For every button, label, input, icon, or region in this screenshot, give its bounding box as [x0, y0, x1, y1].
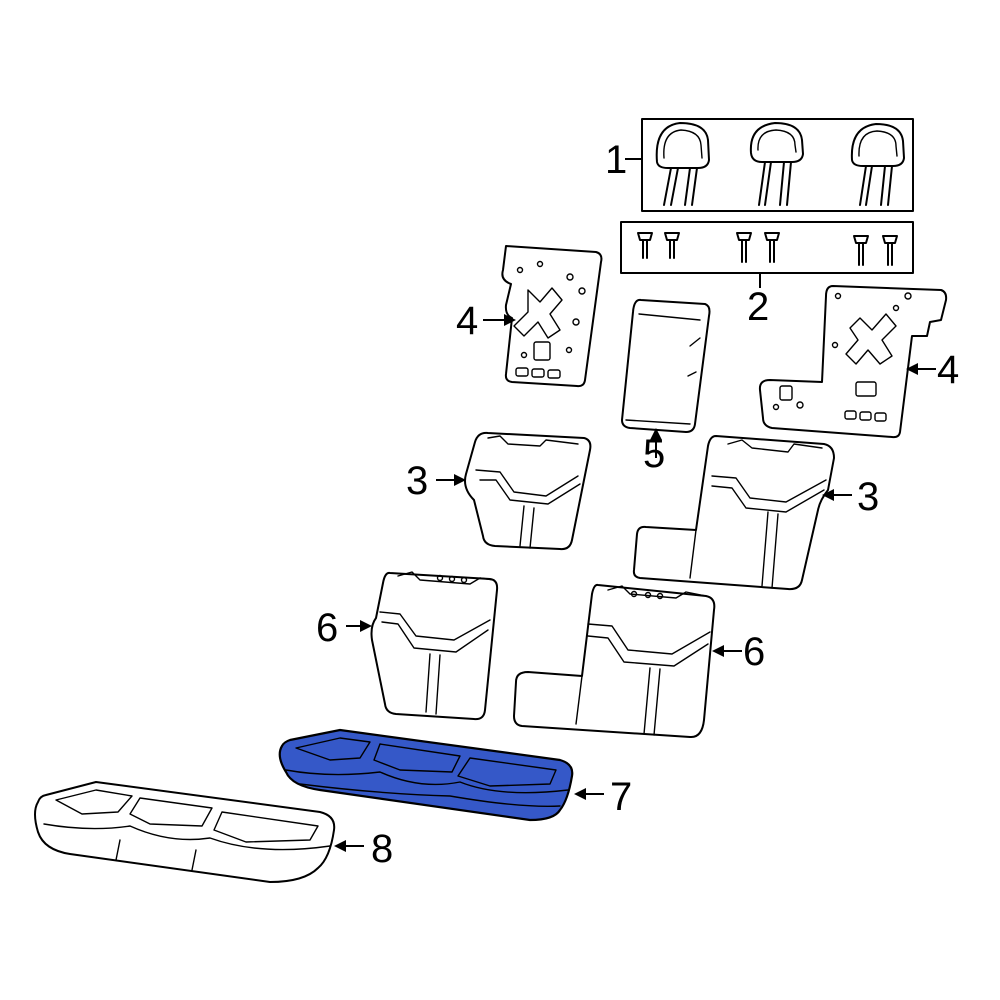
callout-4b: 4 — [937, 348, 959, 392]
seat-back-cover-right[interactable]: 6 — [513, 583, 765, 739]
callout-7: 7 — [610, 775, 632, 819]
callout-3b: 3 — [857, 475, 879, 519]
callout-4a: 4 — [456, 299, 478, 343]
seat-back-cushion-left[interactable]: 3 — [406, 431, 592, 551]
headrest-guide-kit-group[interactable]: 2 — [620, 221, 914, 329]
seat-back-frame-left[interactable]: 4 — [456, 245, 603, 388]
headrest-icon — [749, 122, 804, 206]
headrest-kit-group[interactable]: 1 — [605, 118, 914, 212]
callout-3a: 3 — [406, 459, 428, 503]
callout-6b: 6 — [743, 630, 765, 674]
seat-cushion-pad-highlighted[interactable]: 7 — [278, 728, 633, 822]
headrest-icon — [850, 123, 905, 206]
seat-back-frame-right[interactable]: 4 — [758, 285, 959, 439]
callout-8: 8 — [371, 827, 393, 871]
headrest-kit-box — [641, 118, 914, 212]
guide-pin-icons — [637, 232, 898, 266]
seat-back-cover-left[interactable]: 6 — [316, 571, 499, 721]
headrest-icon — [655, 122, 710, 206]
callout-1: 1 — [605, 138, 627, 182]
seat-cushion-cover[interactable]: 8 — [34, 781, 393, 883]
seat-back-cushion-right[interactable]: 3 — [632, 435, 879, 591]
callout-6a: 6 — [316, 606, 338, 650]
guide-kit-box — [620, 221, 914, 274]
armrest-group[interactable]: 5 — [621, 298, 711, 476]
callout-2: 2 — [747, 285, 769, 329]
callout-5: 5 — [643, 432, 665, 476]
